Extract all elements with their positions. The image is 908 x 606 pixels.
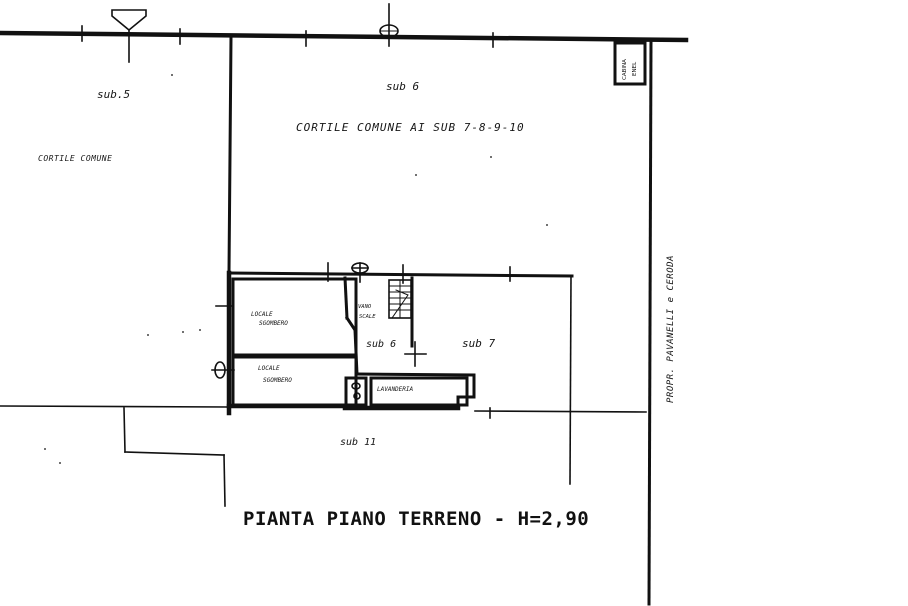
cabina-label-2: ENEL bbox=[632, 61, 638, 76]
label-sub5: sub.5 bbox=[97, 88, 130, 101]
boundary-ticks bbox=[81, 25, 494, 48]
plan-title: PIANTA PIANO TERRENO - H=2,90 bbox=[243, 508, 589, 530]
label-cortile-comune: CORTILE COMUNE bbox=[38, 154, 112, 163]
label-sub6-top: sub 6 bbox=[386, 80, 419, 93]
cabina-enel-box: CABINA ENEL bbox=[613, 41, 647, 86]
label-locale-sgombero-2a: LOCALE bbox=[258, 365, 280, 372]
entrance-arrow-icon bbox=[111, 9, 147, 63]
plan-labels: sub.5 sub 6 CORTILE COMUNE AI SUB 7-8-9-… bbox=[38, 80, 676, 448]
label-locale-sgombero-1a: LOCALE bbox=[251, 311, 273, 318]
label-sub11: sub 11 bbox=[340, 437, 376, 448]
boundary-lines bbox=[0, 30, 689, 606]
scan-specks bbox=[44, 74, 548, 464]
entrance-marker-icon bbox=[379, 3, 399, 47]
cabina-label-1: CABINA bbox=[622, 59, 628, 80]
label-vano-scale-2: SCALE bbox=[359, 314, 376, 320]
label-lavanderia: LAVANDERIA bbox=[377, 386, 414, 393]
door-marker-icon bbox=[351, 262, 369, 283]
label-street: PROPR. PAVANELLI e CERODA bbox=[666, 255, 676, 403]
side-door-marker-icon bbox=[211, 361, 235, 379]
label-locale-sgombero-1b: SGOMBERO bbox=[259, 320, 288, 327]
label-vano-scale-1: VANO bbox=[358, 304, 372, 310]
label-cortile-comune-sub: CORTILE COMUNE AI SUB 7-8-9-10 bbox=[296, 121, 525, 134]
label-sub6-inner: sub 6 bbox=[366, 339, 396, 350]
label-locale-sgombero-2b: SGOMBERO bbox=[263, 377, 292, 384]
building-walls bbox=[215, 262, 574, 419]
label-sub7: sub 7 bbox=[462, 337, 495, 350]
